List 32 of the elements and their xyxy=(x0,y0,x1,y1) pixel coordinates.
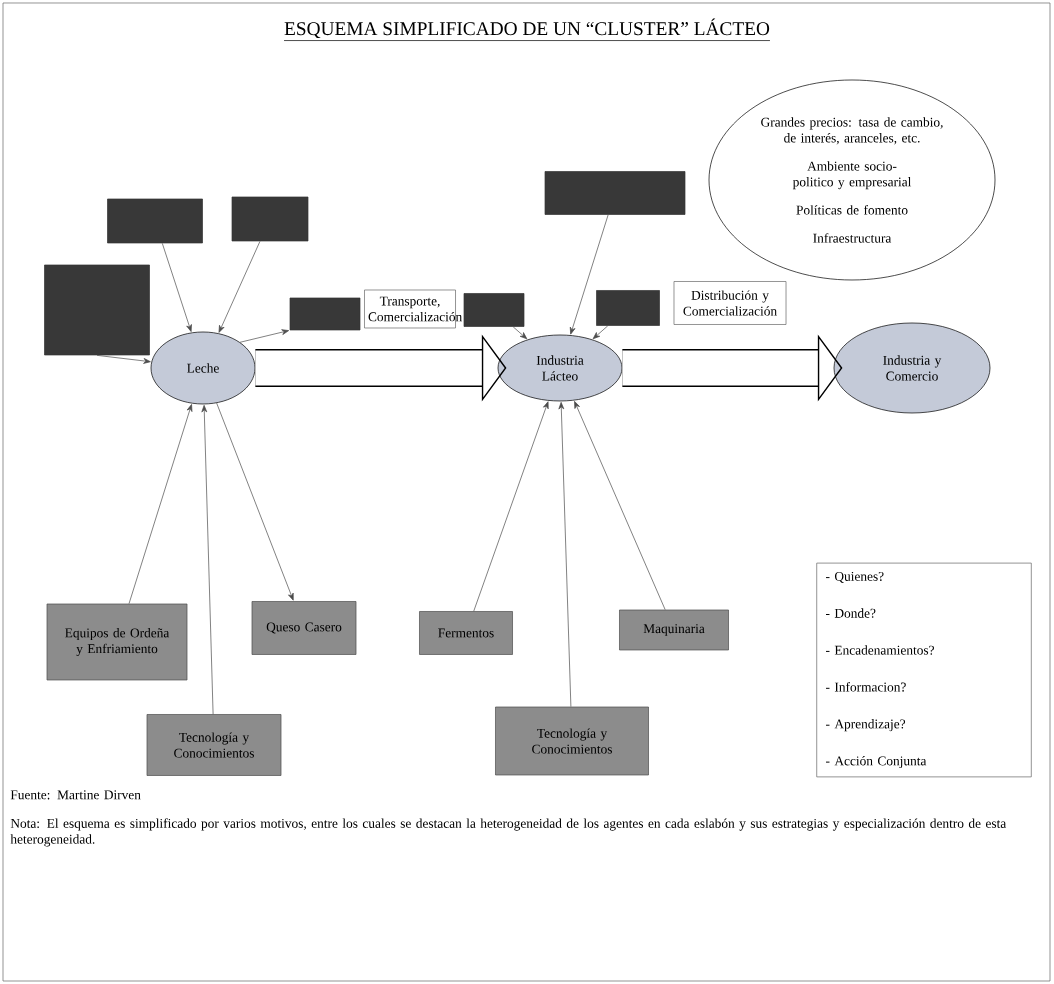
input-box xyxy=(107,198,203,244)
input-box: Queso Casero xyxy=(251,601,357,655)
note-text: Nota: El esquema es simplificado por varios motivos, entre los cuales se destacan la heterogeneidad de los agentes en cada eslabón y sus estrategias y especialización dentro de esta heterogeneidad. xyxy=(10,818,1007,847)
arrow xyxy=(592,325,609,340)
input-box: Tecnología y Conocimientos xyxy=(146,714,282,776)
arrow xyxy=(574,401,666,610)
arrow xyxy=(473,401,549,612)
arrow xyxy=(128,404,193,604)
input-box xyxy=(463,293,525,327)
input-box: Maquinaria xyxy=(619,609,729,651)
input-box: Tecnología y Conocimientos xyxy=(495,706,649,776)
arrow xyxy=(512,326,528,340)
label-box: Transporte, Comercialización xyxy=(364,289,462,329)
arrow xyxy=(161,243,192,332)
input-box xyxy=(231,196,309,242)
note-text: Fuente: Martine Dirven xyxy=(10,790,141,800)
input-box: Equipos de Ordeña y Enfriamiento xyxy=(46,603,188,681)
arrow xyxy=(558,402,572,707)
arrow xyxy=(216,402,294,601)
arrow xyxy=(569,214,609,335)
arrow xyxy=(218,241,261,333)
input-box xyxy=(544,171,686,215)
arrow xyxy=(201,404,214,715)
question-box: - Quienes? - Donde? - Encadenamientos? - Informacion? - Aprendizaje? - Acción Conjunta xyxy=(816,562,1032,778)
input-box xyxy=(289,297,361,331)
input-box xyxy=(596,290,660,326)
input-box: Fermentos xyxy=(419,611,513,655)
arrow xyxy=(239,329,290,343)
arrow xyxy=(96,355,151,364)
label-box: Distribución y Comercialización xyxy=(673,281,787,325)
input-box xyxy=(44,264,150,356)
title: ESQUEMA SIMPLIFICADO DE UN “CLUSTER” LÁCTEO xyxy=(283,18,771,41)
